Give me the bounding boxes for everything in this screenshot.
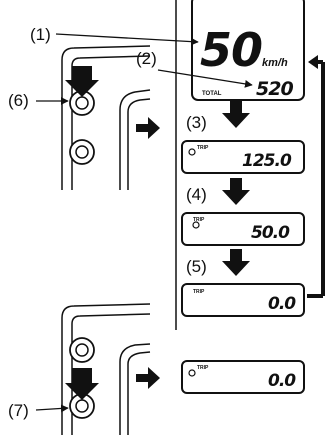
total-value: 520 bbox=[256, 78, 293, 100]
fuel-icon bbox=[188, 369, 196, 377]
callout-2: (2) bbox=[136, 49, 157, 68]
total-label: TOTAL bbox=[202, 91, 222, 97]
callout-1: (1) bbox=[30, 25, 51, 44]
callout-6: (6) bbox=[8, 91, 29, 110]
callout-4: (4) bbox=[186, 185, 207, 204]
panel-4: TRIP 50.0 bbox=[181, 212, 305, 246]
push-arrow-icon bbox=[65, 368, 99, 400]
return-loop bbox=[307, 55, 325, 298]
arrow-icon bbox=[222, 178, 250, 205]
panel-7-value: 0.0 bbox=[268, 371, 296, 391]
arrow-icon bbox=[136, 367, 160, 389]
main-display: 50 km/h TOTAL 520 bbox=[191, 0, 305, 101]
speed-unit: km/h bbox=[262, 57, 288, 69]
switch-housing-top bbox=[61, 45, 151, 190]
arrow-icon bbox=[136, 117, 160, 139]
button-7[interactable] bbox=[65, 368, 99, 419]
panel-7: TRIP 0.0 bbox=[181, 360, 305, 394]
panel-3-label: TRIP bbox=[197, 145, 209, 151]
switch-housing-bottom bbox=[61, 303, 151, 435]
button-secondary-lower bbox=[69, 337, 95, 363]
speed-value: 50 bbox=[200, 23, 262, 77]
panel-4-value: 50.0 bbox=[251, 223, 290, 243]
panel-3-value: 125.0 bbox=[242, 151, 292, 171]
panel-3: TRIP 125.0 bbox=[181, 140, 305, 174]
leader-1 bbox=[55, 33, 199, 46]
leader-7 bbox=[35, 404, 69, 413]
fuel-icon bbox=[192, 221, 200, 229]
callout-7: (7) bbox=[8, 401, 29, 420]
button-secondary bbox=[69, 139, 95, 165]
panel-5: TRIP 0.0 bbox=[181, 283, 305, 317]
arrow-icon bbox=[308, 55, 318, 69]
leader-2 bbox=[157, 69, 253, 88]
arrow-icon bbox=[222, 249, 250, 276]
panel-5-label: TRIP bbox=[193, 289, 205, 295]
callout-3: (3) bbox=[186, 113, 207, 132]
panel-5-value: 0.0 bbox=[268, 294, 296, 314]
push-arrow-icon bbox=[65, 66, 99, 97]
callout-5: (5) bbox=[186, 257, 207, 276]
panel-7-label: TRIP bbox=[197, 365, 209, 371]
arrow-icon bbox=[222, 101, 250, 128]
panel-4-label: TRIP bbox=[193, 217, 205, 223]
button-6[interactable] bbox=[65, 66, 99, 116]
main-display-frame bbox=[191, 0, 305, 101]
fuel-icon bbox=[188, 148, 196, 156]
